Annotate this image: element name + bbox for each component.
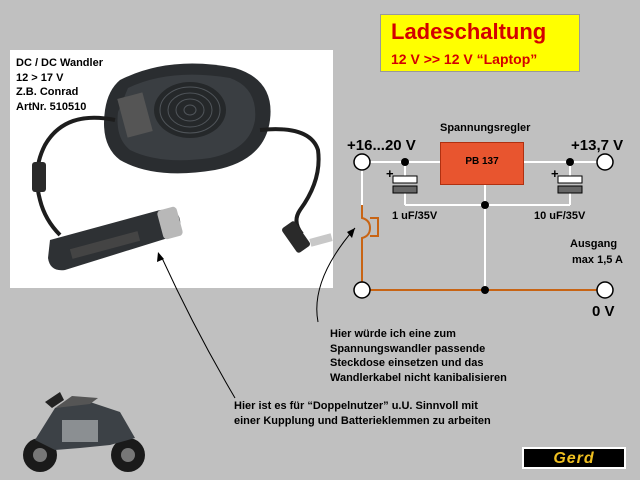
caption-line: ArtNr. 510510 [16, 100, 87, 113]
motorcycle-illustration [23, 392, 145, 472]
note-line: Spannungswandler passende [330, 342, 486, 355]
cap-left-plus: + [386, 166, 394, 181]
note-line: Hier ist es für “Doppelnutzer” u.U. Sinn… [234, 400, 478, 412]
note-line: Hier würde ich eine zum [330, 328, 456, 340]
output-max-label: max 1,5 A [572, 254, 623, 266]
converter-illustration [32, 63, 333, 271]
double-use-note: Hier ist es für “Doppelnutzer” u.U. Sinn… [234, 399, 491, 428]
barrel-plug [282, 221, 333, 253]
caption-line: DC / DC Wandler [16, 57, 103, 69]
logo-text: Gerd [553, 450, 595, 467]
regulator-part-label: PB 137 [465, 156, 499, 167]
annotation-arrows [161, 227, 356, 399]
output-voltage-label: +13,7 V [571, 137, 624, 154]
note-line: Wandlerkabel nicht kanibalisieren [330, 371, 507, 384]
gerd-logo: Gerd [522, 447, 626, 469]
output-label: Ausgang [570, 238, 618, 250]
title-subtitle: 12 V >> 12 V “Laptop” [391, 51, 538, 67]
note-line: Steckdose einsetzen und das [330, 357, 484, 369]
input-voltage-label: +16...20 V [347, 137, 416, 154]
cap-left-value: 1 uF/35V [392, 210, 438, 222]
socket-note: Hier würde ich eine zum Spannungswandler… [330, 327, 507, 385]
terminals [353, 153, 614, 299]
title-box: Ladeschaltung 12 V >> 12 V “Laptop” [380, 14, 580, 72]
converter-body [104, 63, 271, 174]
photo-panel [10, 50, 333, 288]
circuit-traces [361, 161, 605, 290]
converter-caption: DC / DC Wandler 12 > 17 V Z.B. Conrad Ar… [16, 56, 103, 114]
socket-symbol [361, 205, 379, 290]
arrow-heads [157, 228, 355, 262]
capacitor-right [557, 175, 583, 194]
title-main: Ladeschaltung [391, 19, 547, 44]
output-cable [259, 127, 321, 236]
note-line: einer Kupplung und Batterieklemmen zu ar… [234, 414, 491, 427]
voltage-regulator: PB 137 [440, 142, 524, 185]
junction-dots [401, 158, 574, 294]
ground-label: 0 V [592, 303, 615, 320]
caption-line: Z.B. Conrad [16, 86, 79, 98]
cap-right-value: 10 uF/35V [534, 210, 586, 222]
cap-right-plus: + [551, 166, 559, 181]
ferrite-core [32, 162, 46, 192]
cigarette-plug [48, 206, 183, 271]
caption-line: 12 > 17 V [16, 71, 64, 84]
regulator-label: Spannungsregler [440, 122, 531, 134]
capacitor-left [392, 175, 418, 194]
